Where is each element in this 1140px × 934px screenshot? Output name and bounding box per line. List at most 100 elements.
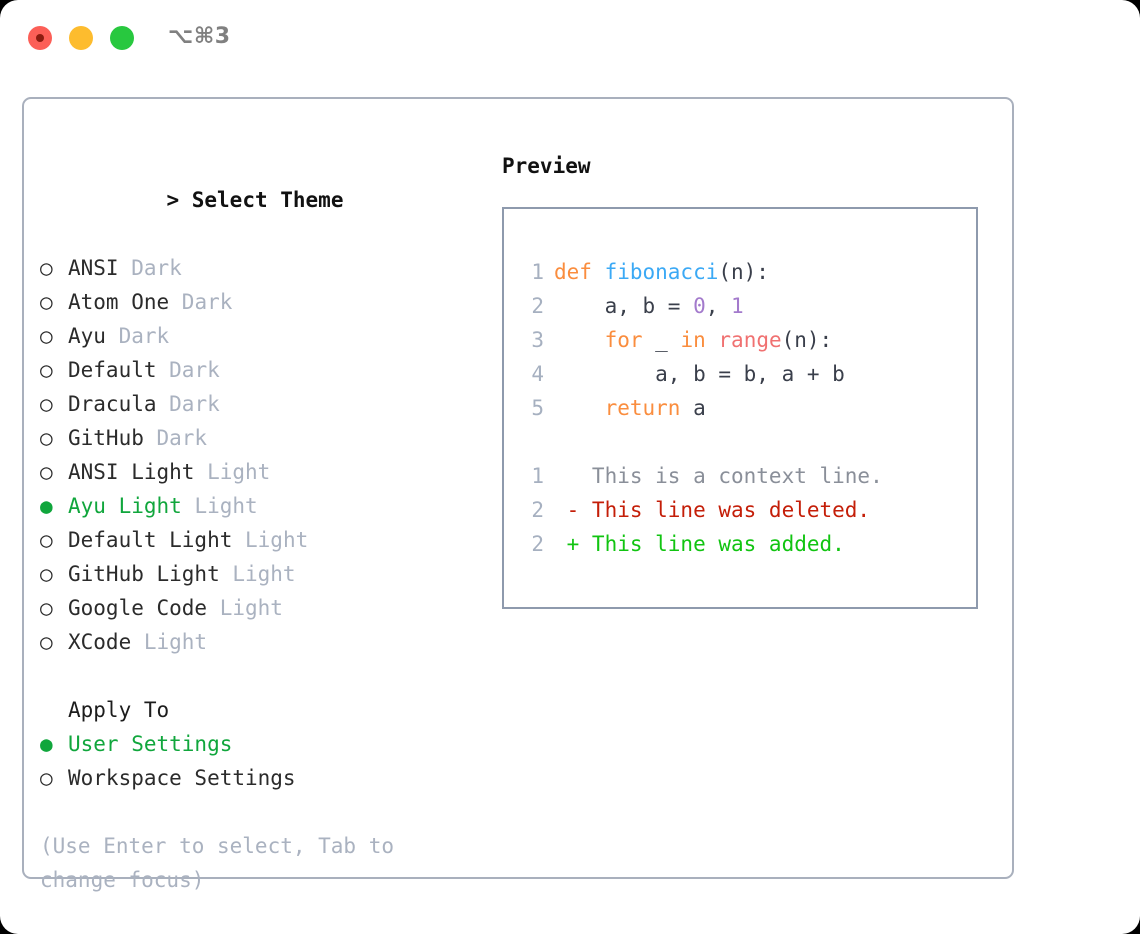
caret-prompt-icon: > [166, 188, 180, 212]
code-token-kw: in [680, 328, 706, 352]
theme-option-google-code[interactable]: ○ Google Code Light [40, 591, 490, 625]
theme-option-label: GitHub Light [68, 562, 220, 586]
radio-unselected-icon: ○ [40, 596, 53, 620]
code-token-num: 1 [731, 294, 744, 318]
apply-to-option-label: User Settings [68, 732, 233, 756]
code-token-kw: return [604, 396, 681, 420]
theme-option-tag: Dark [156, 358, 220, 382]
theme-option-ansi-light[interactable]: ○ANSI Light Light [40, 455, 490, 489]
apply-to-option-user-settings[interactable]: ● User Settings [40, 727, 490, 761]
theme-option-label: Dracula [68, 392, 157, 416]
diff-line-text: + This line was added. [554, 532, 845, 556]
theme-option-tag: Dark [143, 426, 208, 450]
code-token-pn: _ [642, 328, 681, 352]
theme-option-dracula[interactable]: ○Dracula Dark [40, 387, 490, 421]
radio-unselected-icon: ○ [40, 256, 53, 280]
diff-line-ctx: 1 This is a context line. [522, 459, 976, 493]
line-number: 2 [531, 532, 544, 556]
theme-option-ayu-light[interactable]: ●Ayu Light Light [40, 489, 490, 523]
radio-unselected-icon: ○ [40, 528, 53, 552]
code-line: 2 a, b = 0, 1 [522, 289, 976, 323]
preview-header: Preview [502, 154, 591, 178]
radio-unselected-icon: ○ [40, 460, 53, 484]
keyboard-shortcut-label: ⌥⌘3 [168, 24, 231, 49]
theme-picker-column: > Select Theme ○ANSI Dark○Atom One Dark○… [40, 149, 490, 897]
apply-to-list: ● User Settings ○ Workspace Settings [40, 727, 490, 795]
theme-option-tag: Light [232, 528, 309, 552]
theme-option-github-light[interactable]: ○GitHub Light Light [40, 557, 490, 591]
code-token-call: range [718, 328, 782, 352]
code-token-pn: a [680, 396, 706, 420]
code-token-pn: (n): [781, 328, 833, 352]
theme-option-ansi[interactable]: ○ ANSI Dark [40, 251, 490, 285]
line-number: 3 [531, 328, 544, 352]
radio-selected-icon: ● [40, 494, 53, 518]
section-spacer [40, 659, 490, 693]
theme-option-label: Google Code [68, 596, 208, 620]
title-bar: ⌥⌘3 [0, 0, 1140, 78]
theme-option-label: Default Light [68, 528, 233, 552]
minimize-button[interactable] [69, 26, 93, 50]
code-token-fn: fibonacci [604, 260, 719, 284]
diff-line-text: This is a context line. [554, 464, 883, 488]
code-token-pn: (n): [718, 260, 769, 284]
theme-option-label: ANSI Light [68, 460, 195, 484]
code-token-pn [554, 396, 605, 420]
panel-columns: > Select Theme ○ANSI Dark○Atom One Dark○… [24, 99, 1012, 892]
diff-sample: 1 This is a context line.2 - This line w… [522, 459, 976, 561]
theme-option-github[interactable]: ○ GitHub Dark [40, 421, 490, 455]
code-token-kw: for [604, 328, 643, 352]
radio-unselected-icon: ○ [40, 562, 53, 586]
close-button[interactable] [28, 26, 52, 50]
line-number: 2 [531, 294, 544, 318]
theme-option-ayu[interactable]: ○Ayu Dark [40, 319, 490, 353]
apply-to-option-workspace-settings[interactable]: ○ Workspace Settings [40, 761, 490, 795]
theme-option-label: Ayu Light [68, 494, 182, 518]
diff-line-del: 2 - This line was deleted. [522, 493, 976, 527]
radio-unselected-icon: ○ [40, 290, 53, 314]
theme-option-tag: Dark [118, 256, 182, 280]
radio-selected-icon: ● [40, 732, 53, 756]
theme-option-label: Atom One [68, 290, 170, 314]
select-theme-header-label: Select Theme [191, 188, 344, 212]
radio-unselected-icon: ○ [40, 324, 53, 348]
code-token-pn [706, 328, 719, 352]
theme-option-label: GitHub [68, 426, 144, 450]
apply-to-header: Apply To [68, 698, 170, 722]
radio-unselected-icon: ○ [40, 630, 53, 654]
apply-to-option-label: Workspace Settings [68, 766, 296, 790]
code-token-pn [554, 328, 605, 352]
code-line: 3 for _ in range(n): [522, 323, 976, 357]
code-diff-gap [522, 425, 976, 459]
line-number: 4 [531, 362, 544, 386]
keyboard-hint-text: (Use Enter to select, Tab to change focu… [40, 834, 395, 892]
line-number: 5 [531, 396, 544, 420]
radio-unselected-icon: ○ [40, 426, 53, 450]
theme-option-tag: Dark [169, 290, 233, 314]
theme-option-tag: Dark [156, 392, 220, 416]
theme-option-label: Default [68, 358, 157, 382]
theme-option-default[interactable]: ○Default Dark [40, 353, 490, 387]
code-token-kw: def [554, 260, 605, 284]
code-token-pn: a, b = b, a + b [554, 362, 845, 386]
traffic-light-group [28, 26, 134, 50]
theme-option-tag: Light [131, 630, 208, 654]
select-theme-header: > Select Theme [40, 149, 490, 251]
code-token-pn: , [705, 294, 732, 318]
theme-option-atom-one[interactable]: ○ Atom One Dark [40, 285, 490, 319]
theme-option-default-light[interactable]: ○ Default Light Light [40, 523, 490, 557]
diff-line-add: 2 + This line was added. [522, 527, 976, 561]
theme-option-label: ANSI [68, 256, 119, 280]
code-line: 1 def fibonacci(n): [522, 255, 976, 289]
main-panel: > Select Theme ○ANSI Dark○Atom One Dark○… [22, 97, 1014, 892]
zoom-button[interactable] [110, 26, 134, 50]
theme-option-xcode[interactable]: ○XCode Light [40, 625, 490, 659]
radio-unselected-icon: ○ [40, 766, 53, 790]
code-token-num: 0 [693, 294, 706, 318]
theme-option-tag: Light [207, 596, 283, 620]
diff-line-text: - This line was deleted. [554, 498, 871, 522]
line-number: 1 [531, 260, 544, 284]
